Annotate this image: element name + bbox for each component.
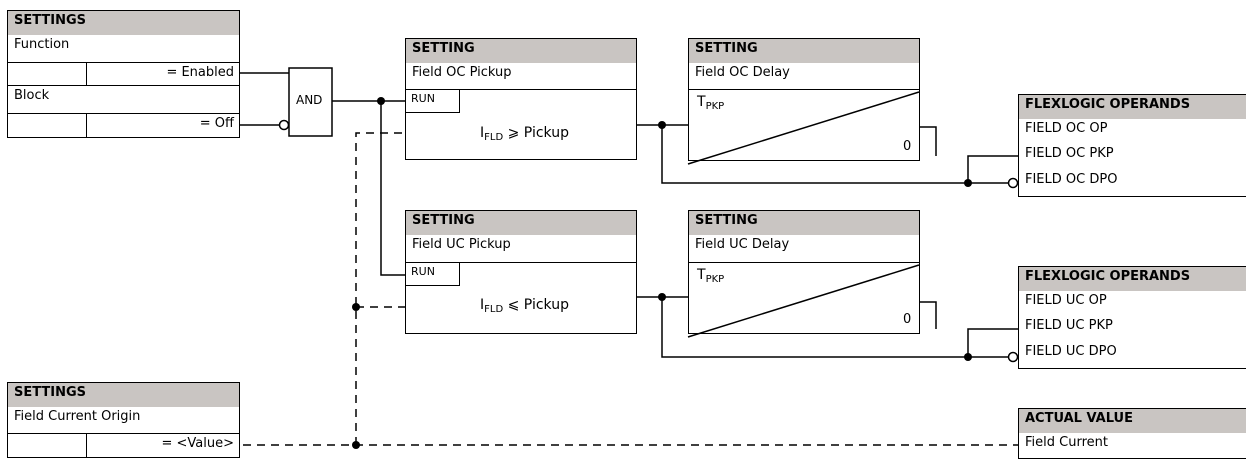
origin-row-frame <box>7 433 240 458</box>
field-current-origin-value: = <Value> <box>86 433 240 458</box>
junction-field-current-uc <box>352 303 360 311</box>
and-gate-body <box>288 67 333 137</box>
oc-expr-i: I <box>480 125 485 141</box>
oc-delay-header: SETTING <box>688 38 920 64</box>
oc-timer-diagonal <box>687 91 920 165</box>
uc-timer-diagonal <box>687 264 920 338</box>
uc-operand-pkp: FIELD UC PKP <box>1018 316 1246 343</box>
oc-delay-tpkp: TPKP <box>697 94 725 112</box>
oc-operands-header: FLEXLOGIC OPERANDS <box>1018 94 1246 120</box>
uc-delay-t: T <box>697 267 706 283</box>
oc-operand-pkp: FIELD OC PKP <box>1018 144 1246 171</box>
uc-operand-op: FIELD UC OP <box>1018 291 1246 317</box>
wire-oc-pickup-to-dpo <box>661 125 1009 184</box>
uc-pickup-body <box>405 262 637 334</box>
uc-expr-rest: ⩽ Pickup <box>503 297 569 313</box>
uc-dpo-inverter-bubble <box>1007 351 1019 363</box>
origin-settings-header: SETTINGS <box>7 382 240 408</box>
wire-uc-pickup-to-dpo <box>661 297 1009 358</box>
oc-delay-pkp: PKP <box>705 101 725 112</box>
uc-run-input: RUN <box>405 262 460 286</box>
junction-oc-dpo <box>964 179 972 187</box>
wire-oc-delay-out <box>919 126 937 156</box>
oc-dpo-inverter-bubble <box>1007 177 1019 189</box>
oc-pickup-expression: IFLD ⩾ Pickup <box>480 125 569 143</box>
uc-pickup-expression: IFLD ⩽ Pickup <box>480 297 569 315</box>
wire-field-current-to-oc <box>355 132 405 445</box>
oc-operand-op: FIELD OC OP <box>1018 119 1246 145</box>
uc-delay-pkp: PKP <box>705 274 725 285</box>
junction-field-current <box>352 441 360 449</box>
uc-delay-tpkp: TPKP <box>697 267 725 285</box>
uc-operands-header: FLEXLOGIC OPERANDS <box>1018 266 1246 292</box>
oc-pickup-name: Field OC Pickup <box>405 63 637 90</box>
uc-delay-header: SETTING <box>688 210 920 236</box>
uc-delay-name: Field UC Delay <box>688 235 920 263</box>
oc-delay-t: T <box>697 94 706 110</box>
junction-oc-pickup-out <box>658 121 666 129</box>
function-row-frame <box>7 62 240 86</box>
uc-pickup-header: SETTING <box>405 210 637 236</box>
function-value: = Enabled <box>86 62 240 86</box>
oc-delay-name: Field OC Delay <box>688 63 920 90</box>
oc-operand-dpo: FIELD OC DPO <box>1018 170 1246 197</box>
oc-pickup-header: SETTING <box>405 38 637 64</box>
wire-and-to-uc-run <box>380 101 405 276</box>
field-current-origin-label: Field Current Origin <box>7 407 240 434</box>
oc-expr-fld: FLD <box>484 132 504 143</box>
uc-operand-dpo: FIELD UC DPO <box>1018 342 1246 369</box>
uc-expr-fld: FLD <box>484 304 504 315</box>
oc-run-input: RUN <box>405 89 460 113</box>
uc-pickup-name: Field UC Pickup <box>405 235 637 263</box>
uc-expr-i: I <box>480 297 485 313</box>
block-row-frame <box>7 113 240 138</box>
wire-oc-to-pkp <box>967 155 1018 183</box>
junction-uc-dpo <box>964 353 972 361</box>
and-gate-label: AND <box>296 93 323 107</box>
uc-delay-zero: 0 <box>903 312 912 327</box>
block-value: = Off <box>86 113 240 138</box>
junction-and-out <box>377 97 385 105</box>
oc-pickup-body <box>405 89 637 160</box>
oc-expr-rest: ⩾ Pickup <box>503 125 569 141</box>
block-label: Block <box>7 86 240 114</box>
oc-delay-body <box>688 89 920 161</box>
uc-delay-body <box>688 262 920 334</box>
wire-uc-delay-out <box>919 301 937 329</box>
function-label: Function <box>7 35 240 63</box>
oc-delay-zero: 0 <box>903 139 912 154</box>
block-inverter-bubble <box>278 119 290 131</box>
actual-value-field-current: Field Current <box>1018 433 1246 459</box>
actual-value-header: ACTUAL VALUE <box>1018 408 1246 434</box>
junction-uc-pickup-out <box>658 293 666 301</box>
settings-header: SETTINGS <box>7 10 240 36</box>
wire-uc-to-pkp <box>967 328 1018 357</box>
